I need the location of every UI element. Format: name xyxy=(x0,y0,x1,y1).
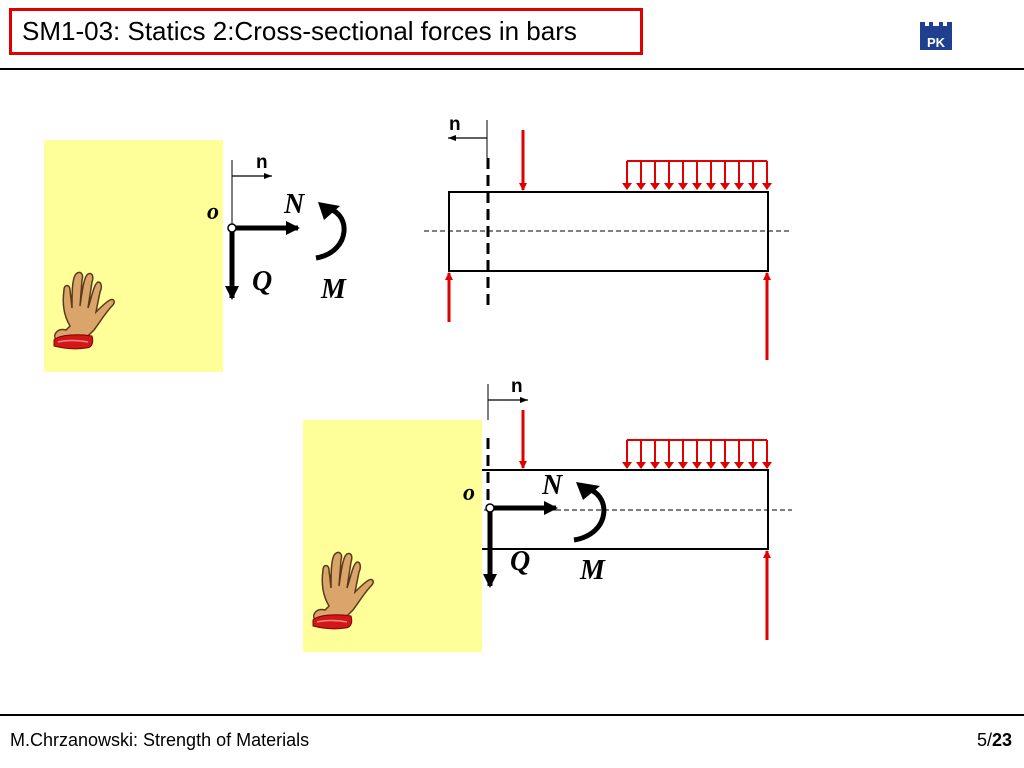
logo-body xyxy=(920,32,952,50)
page-title: SM1-03: Statics 2:Cross-sectional forces… xyxy=(22,16,577,46)
axial-force-label-1: N xyxy=(283,189,306,220)
point-o-label-1: o xyxy=(207,199,219,225)
page-separator: / xyxy=(986,730,992,750)
point-o-marker-1 xyxy=(227,223,237,233)
page-current: 5 xyxy=(976,730,987,750)
title-box: SM1-03: Statics 2:Cross-sectional forces… xyxy=(9,8,643,55)
distributed-load-2 xyxy=(622,439,772,469)
axial-force-label-2: N xyxy=(541,470,564,501)
distributed-load-1 xyxy=(622,160,772,190)
logo-text: PK xyxy=(927,35,946,50)
footer-author: M.Chrzanowski: Strength of Materials xyxy=(10,730,310,750)
shear-force-label-1: Q xyxy=(252,266,272,297)
castle-battlement-icon xyxy=(920,22,952,32)
page-number: 5/23 xyxy=(977,730,1012,751)
moment-label-1: M xyxy=(320,274,347,305)
normal-label-3: n xyxy=(511,376,523,397)
university-logo: PK xyxy=(918,18,954,52)
moment-arrowhead-1 xyxy=(318,202,340,220)
normal-label-2: n xyxy=(449,114,461,135)
moment-arc-1 xyxy=(315,205,347,261)
normal-label-1: n xyxy=(256,152,268,173)
moment-arrowhead-2 xyxy=(576,482,600,500)
header-rule xyxy=(0,68,1024,70)
page-total: 23 xyxy=(991,730,1012,750)
point-o-label-2: o xyxy=(463,480,475,506)
moment-label-2: M xyxy=(579,555,606,586)
point-o-marker-2 xyxy=(485,503,495,513)
moment-arc-2 xyxy=(573,485,607,543)
shear-force-label-2: Q xyxy=(510,546,530,577)
footer-rule xyxy=(0,714,1024,716)
